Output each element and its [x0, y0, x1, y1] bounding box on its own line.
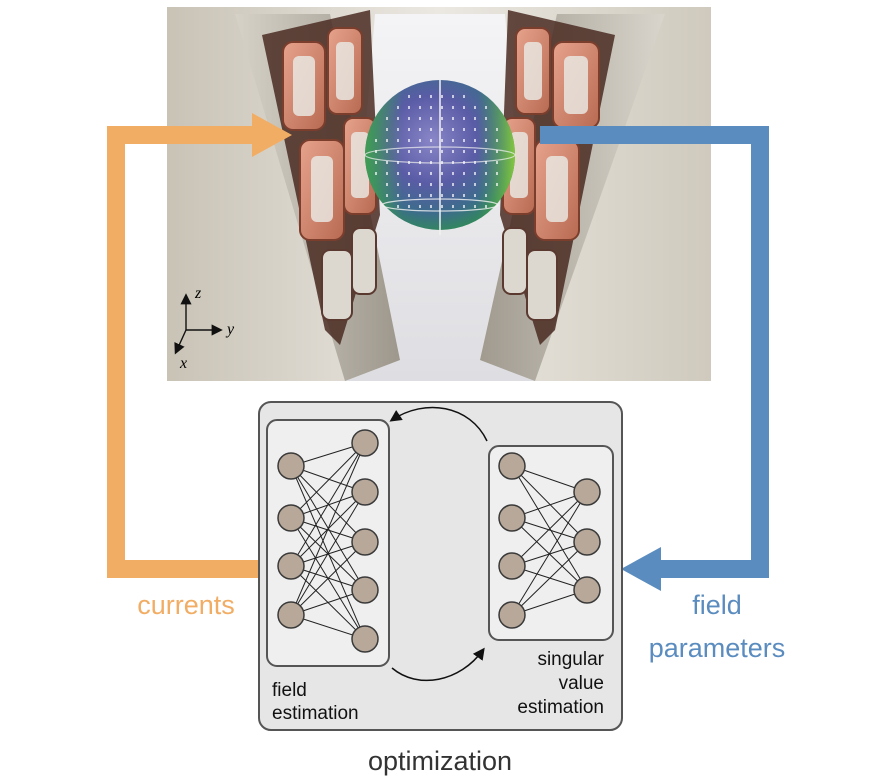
network-connection: [511, 491, 588, 567]
singular-value-label-line2: value: [559, 673, 604, 694]
network-connection: [511, 465, 588, 543]
network-node: [277, 552, 305, 580]
network-node: [573, 528, 601, 556]
network-node: [277, 504, 305, 532]
singular-value-network: [498, 452, 601, 629]
field-parameters-label-line2: parameters: [649, 633, 786, 663]
singular-value-label-line3: estimation: [517, 697, 604, 718]
field-parameters-arrowhead: [621, 547, 661, 591]
network-node: [351, 429, 379, 457]
network-connection: [290, 442, 366, 616]
currents-arrowhead: [252, 113, 292, 157]
network-node: [277, 601, 305, 629]
x-axis-label: x: [179, 355, 187, 372]
network-node: [573, 478, 601, 506]
network-connection: [290, 442, 366, 519]
field-sphere: [364, 80, 516, 235]
optimization-panel: field estimation singular value estimati…: [258, 401, 623, 731]
network-node: [351, 478, 379, 506]
field-estimation-network: [277, 429, 379, 653]
singular-value-label-line1: singular: [537, 649, 604, 670]
network-connection: [511, 491, 588, 616]
cycle-arrow-bottom: [391, 647, 485, 682]
network-node: [277, 452, 305, 480]
right-coil-array: [502, 27, 600, 321]
network-node: [351, 576, 379, 604]
network-connection: [511, 541, 588, 616]
network-connection: [290, 442, 366, 567]
z-axis-label: z: [194, 285, 202, 302]
network-node: [498, 452, 526, 480]
network-node: [351, 528, 379, 556]
network-connection: [511, 465, 588, 591]
field-parameters-loop-arrow: [540, 126, 769, 591]
currents-label: currents: [137, 590, 235, 620]
field-vector-dots: [375, 95, 498, 208]
network-node: [351, 625, 379, 653]
y-axis-label: y: [225, 321, 235, 338]
network-node: [498, 504, 526, 532]
optimization-label: optimization: [368, 746, 512, 776]
network-node: [498, 601, 526, 629]
field-estimation-label-line2: estimation: [272, 703, 359, 724]
cycle-arrow-top: [389, 406, 488, 442]
network-node: [573, 576, 601, 604]
x-axis-arrow: [174, 329, 187, 355]
network-connection: [290, 491, 366, 616]
network-connection: [290, 465, 366, 640]
field-parameters-label-line1: field: [692, 590, 742, 620]
coil-rendering: z y x: [167, 7, 711, 381]
network-node: [498, 552, 526, 580]
coordinate-axes: z y x: [174, 285, 235, 372]
field-estimation-label-line1: field: [272, 680, 307, 701]
network-connection: [290, 541, 366, 616]
currents-loop-arrow: [107, 113, 292, 578]
